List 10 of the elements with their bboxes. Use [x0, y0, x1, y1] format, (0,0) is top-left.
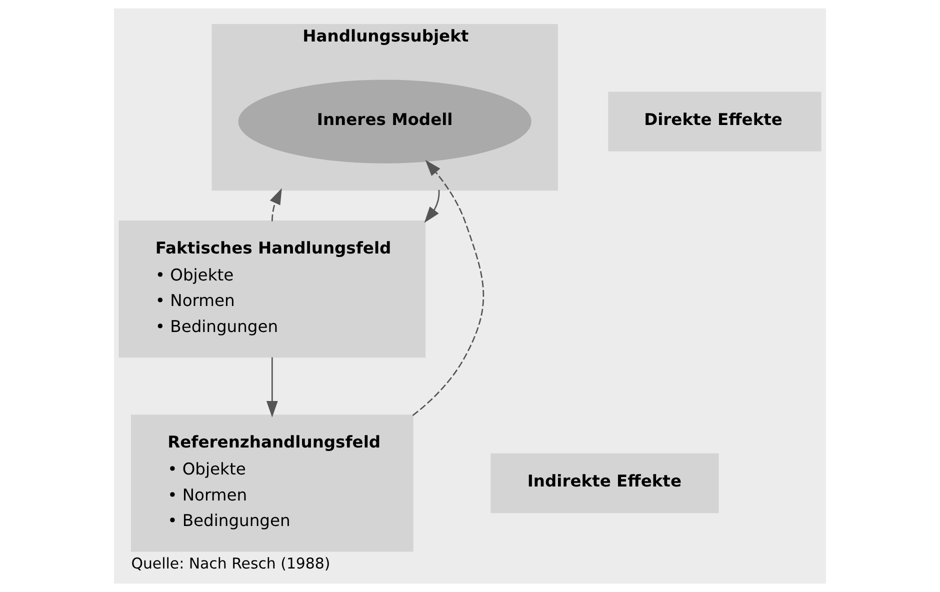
- node-box: Direkte Effekte: [608, 92, 822, 152]
- caption: Quelle: Nach Resch (1988): [131, 554, 330, 572]
- node-box: Faktisches Handlungsfeld • Objekte • Normen • Bedingungen: [118, 220, 426, 358]
- node-ellipse: Inneres Modell: [238, 80, 532, 164]
- arrow: [424, 190, 440, 223]
- arrow: [266, 357, 278, 418]
- arrow: [412, 160, 484, 416]
- arrow: [270, 188, 282, 222]
- node-box: Indirekte Effekte: [490, 453, 719, 514]
- node-box: Referenzhandlungsfeld • Objekte • Normen • Bedingungen: [130, 414, 414, 552]
